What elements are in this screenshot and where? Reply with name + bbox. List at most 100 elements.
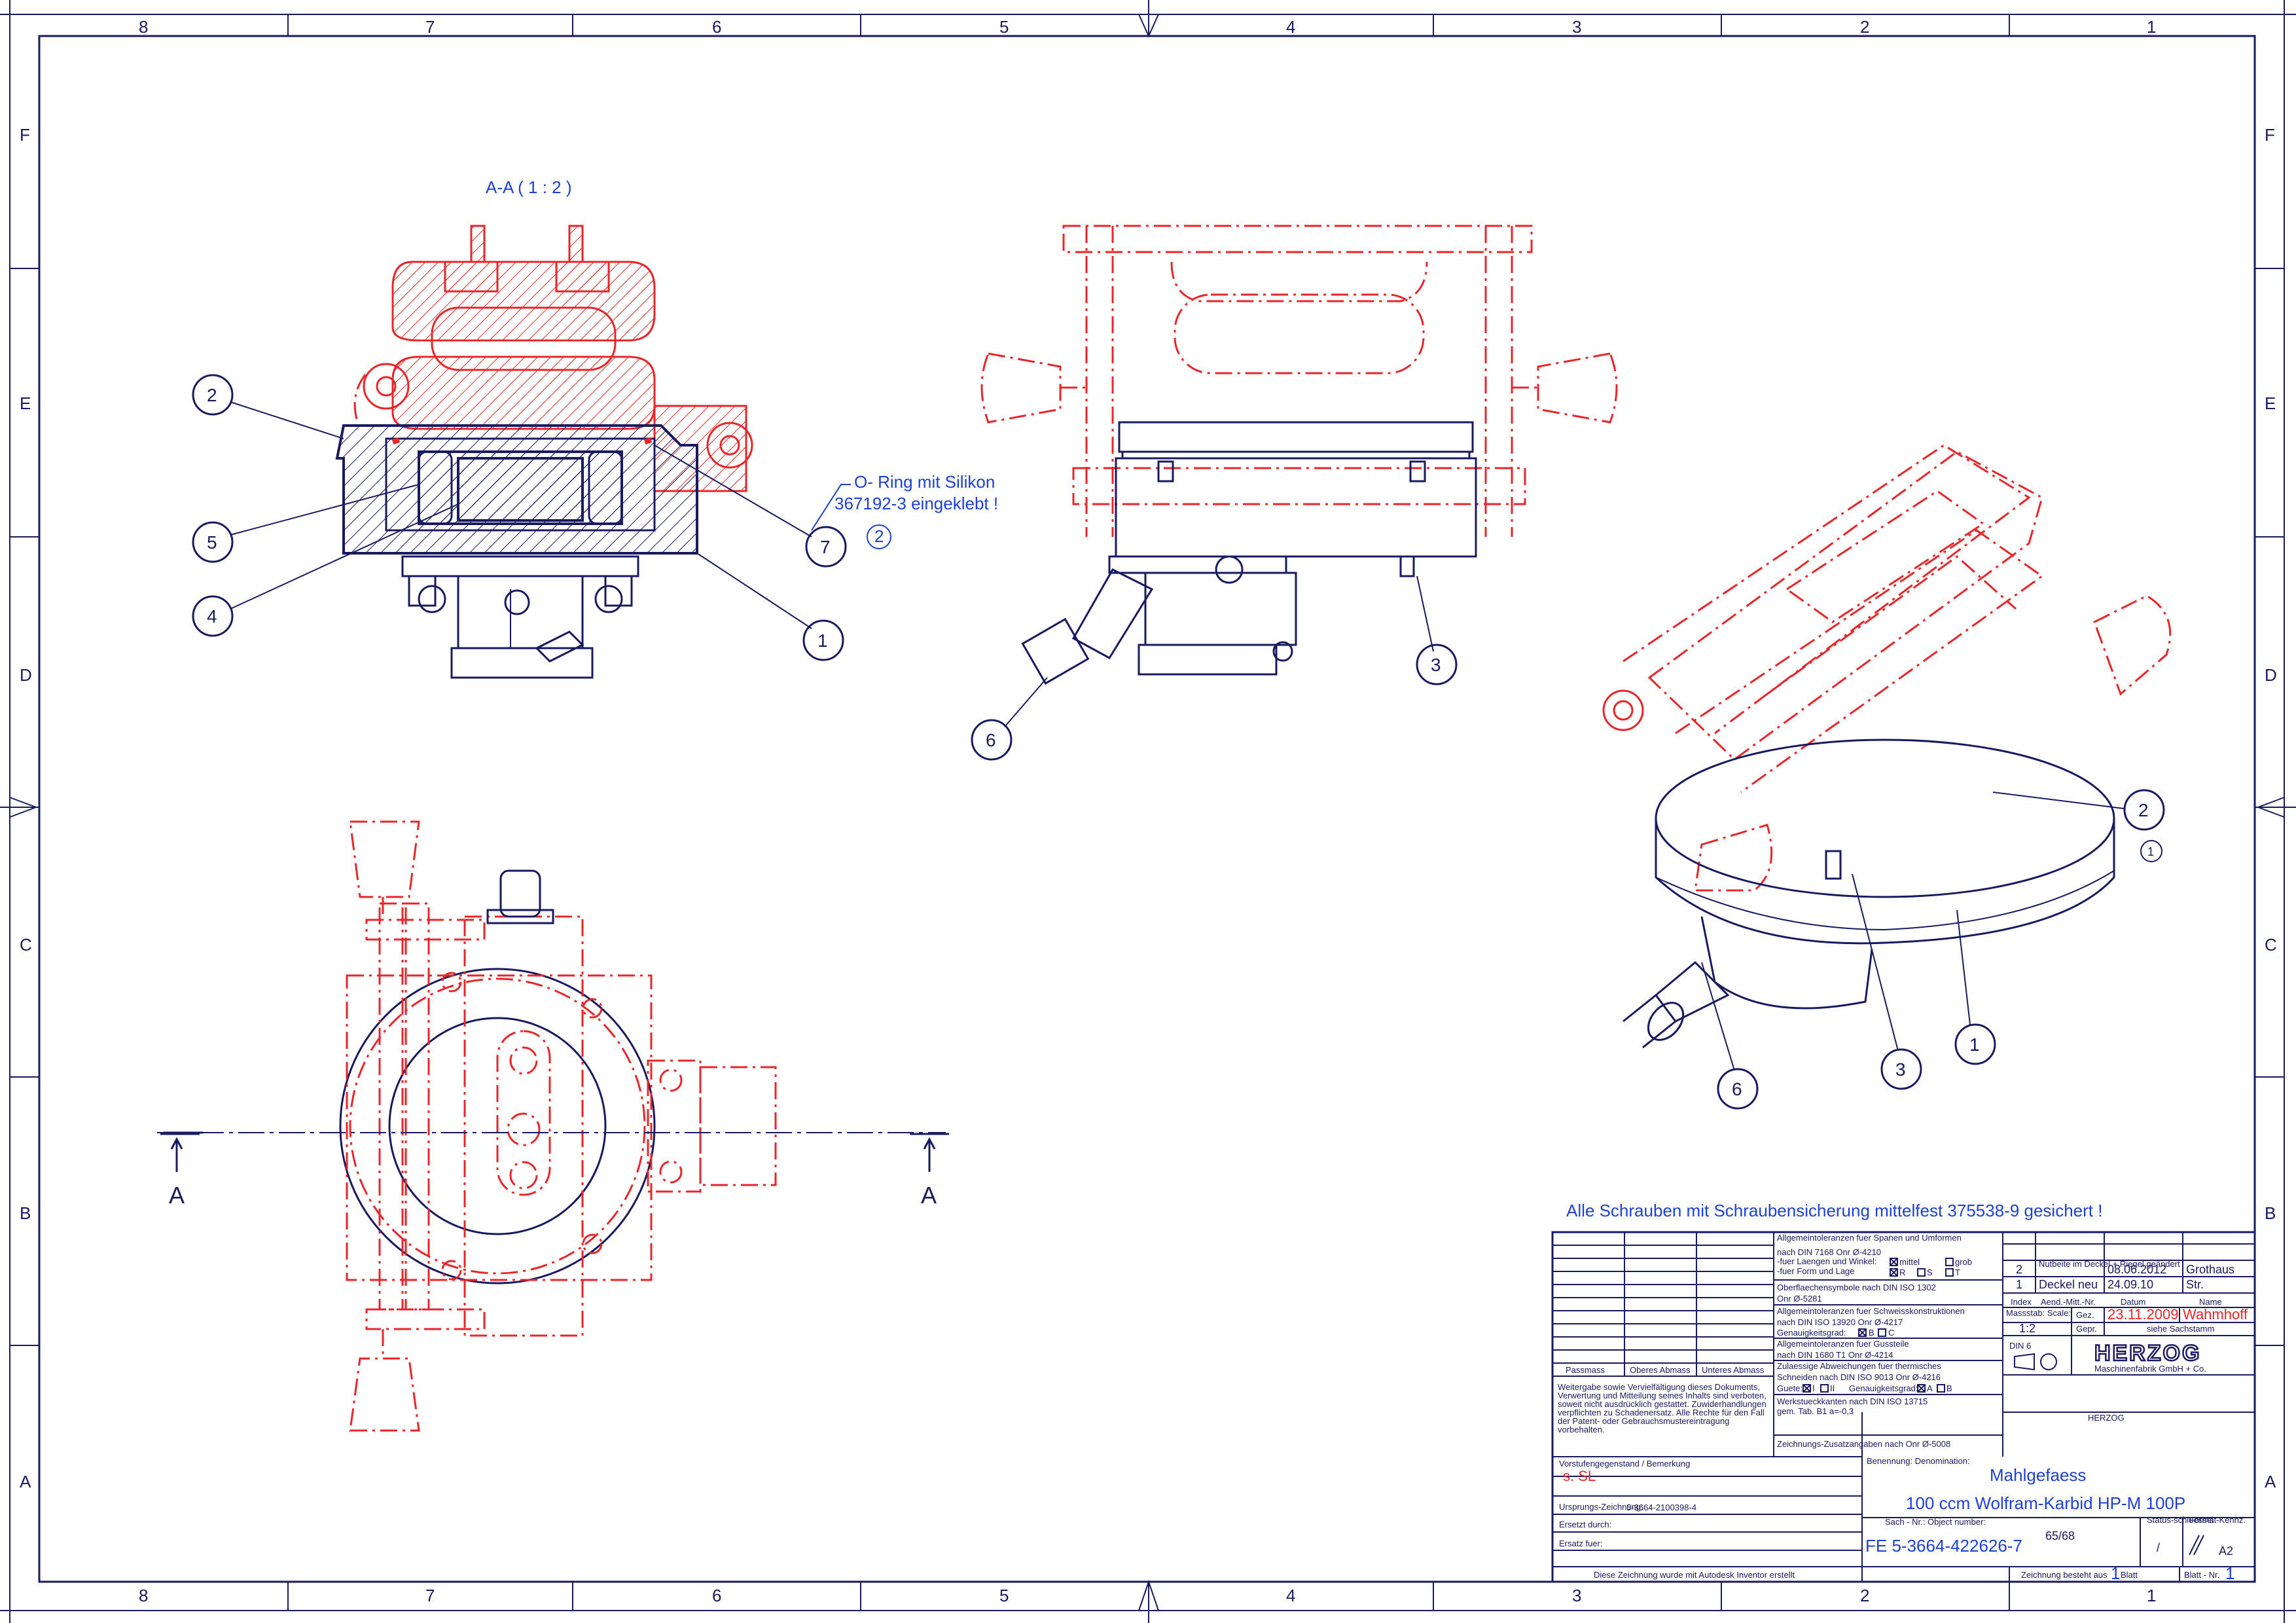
tol-din7168: nach DIN 7168 Onr Ø-4210 [1777, 1247, 1881, 1257]
cut-label-right: A [921, 1182, 937, 1209]
balloon-label: 2 [2138, 800, 2149, 820]
origin-label: Ursprungs-Zeichnung: [1559, 1502, 1643, 1512]
cut-label-left: A [169, 1182, 185, 1209]
row-label: E [20, 393, 31, 413]
col-label: 2 [1860, 1586, 1869, 1605]
iso-rev-mark: 1 [2147, 845, 2154, 858]
projection-symbol-icon [2040, 1353, 2057, 1370]
rev2-date: 08.06.2012 [2108, 1263, 2166, 1276]
company-logo: HERZOG [2094, 1341, 2201, 1366]
sachstamm: siehe Sachstamm [2147, 1324, 2214, 1334]
side-balloons: 3 6 [971, 575, 1458, 761]
row-label: C [20, 935, 32, 955]
column-ticks [287, 14, 2010, 1611]
surf-onr: Onr Ø-5281 [1777, 1294, 1822, 1304]
tol-form: -fuer Form und Lage [1777, 1266, 1855, 1276]
title-block: Passmass Oberes Abmass Unteres Abmass We… [1551, 1231, 2256, 1583]
col-label: 1 [2147, 17, 2156, 37]
weld-din: nach DIN ISO 13920 Onr Ø-4217 [1777, 1317, 1903, 1327]
unteres-abmass: Unteres Abmass [1702, 1365, 1765, 1375]
drawing-add: Zeichnungs-Zusatzangaben nach Onr Ø-5008 [1777, 1439, 1950, 1449]
legal-line: verpflichten zu Schadenersatz. Alle Rech… [1558, 1408, 1765, 1417]
prev-value: s. SL [1563, 1468, 1596, 1484]
legal-line: Verwertung und Mitteilung seines Inhalts… [1558, 1391, 1767, 1400]
scale-label: Massstab: Scale: [2006, 1308, 2071, 1318]
thermal-guete: Guete: [1777, 1383, 1803, 1393]
opt-c: C [1888, 1328, 1894, 1338]
col-label: 3 [1572, 1586, 1581, 1605]
row-label: F [20, 125, 30, 145]
replaced-by: Ersetzt durch: [1559, 1520, 1611, 1529]
rev1-index: 1 [2016, 1278, 2022, 1291]
balloon-label: 1 [817, 630, 828, 651]
status-label: Status-schluessel [2147, 1515, 2214, 1525]
h-name: Name [2199, 1297, 2222, 1307]
drawing-subtitle: 100 ccm Wolfram-Karbid HP-M 100P [1906, 1493, 2185, 1513]
col-label: 3 [1572, 17, 1581, 37]
row-label: D [2265, 665, 2277, 685]
origin-value: 5-3664-2100398-4 [1626, 1503, 1696, 1512]
cast-din: nach DIN 1680 T1 Onr Ø-4214 [1777, 1350, 1893, 1360]
legal-line: Weitergabe sowie Vervielfältigung dieses… [1558, 1382, 1760, 1392]
company-name: Maschinenfabrik GmbH + Co. [2094, 1364, 2206, 1374]
center-mark-left [0, 797, 39, 818]
side-view [980, 225, 1618, 685]
col-label: 8 [139, 1586, 148, 1605]
opt-s: S [1927, 1267, 1933, 1277]
gez-date: 23.11.2009 [2108, 1306, 2178, 1322]
format-label: Format-Kennz. [2189, 1515, 2246, 1525]
rev1-text: Deckel neu [2039, 1278, 2098, 1291]
opt-grob: grob [1955, 1257, 1972, 1267]
benennung-label: Benennung: Denomination: [1867, 1456, 1970, 1466]
top-view: A A [157, 820, 949, 1432]
passmass: Passmass [1566, 1365, 1605, 1375]
opt-t: T [1955, 1267, 1960, 1277]
edges2: gem. Tab. B1 a=-0,3 [1777, 1406, 1854, 1416]
row-label: D [20, 665, 32, 685]
col-label: 2 [1860, 17, 1869, 37]
status-value: / [2157, 1541, 2160, 1554]
rev1-name: Str. [2186, 1278, 2204, 1291]
opt-b: B [1869, 1328, 1874, 1338]
rev1-date: 24.09.10 [2108, 1278, 2153, 1291]
balloon-label: 5 [207, 532, 217, 553]
h-datum: Datum [2121, 1297, 2145, 1307]
legal-line: der Patent- oder Gebrauchsmustereintragu… [1558, 1416, 1729, 1426]
balloon-label: 4 [207, 606, 217, 627]
rev2-text: Nutbeite im Deckel + Riegel geändert [2039, 1259, 2180, 1269]
opt-b2: B [1946, 1383, 1952, 1393]
row-ticks [10, 268, 2284, 1346]
row-label: A [2265, 1472, 2276, 1491]
row-label: E [2265, 393, 2276, 413]
sach-label: Sach - Nr.: Object number: [1885, 1517, 1986, 1527]
section-title: A-A ( 1 : 2 ) [486, 177, 572, 197]
zone-labels: 8 7 6 5 4 3 2 1 8 7 6 5 4 3 2 1 F E D C … [20, 17, 2277, 1605]
gez-label: Gez. [2076, 1310, 2094, 1320]
oberes-abmass: Oberes Abmass [1630, 1365, 1691, 1375]
balloon-label: 7 [820, 537, 831, 557]
rev2-name: Grothaus [2186, 1263, 2234, 1276]
weld: Allgemeintoleranzen fuer Schweisskonstru… [1777, 1306, 1965, 1316]
opt-mittel: mittel [1899, 1257, 1920, 1267]
row-label: A [20, 1472, 31, 1491]
drawing-title: Mahlgefaess [1990, 1465, 2086, 1485]
gez-name: Wahmhoff [2183, 1306, 2248, 1322]
col-label: 4 [1286, 1586, 1295, 1605]
sheets-value: 1 [2111, 1563, 2120, 1583]
weld-grade: Genauigkeitsgrad: [1777, 1328, 1846, 1338]
isometric-view [1602, 444, 2172, 1049]
balloon-label: 3 [1895, 1059, 1906, 1080]
balloon-label: 6 [986, 730, 996, 750]
blatt-nr: 1 [2225, 1563, 2234, 1583]
sheet-overlay: 65/68 [2045, 1529, 2075, 1542]
scale-value: 1:2 [2019, 1322, 2036, 1335]
legal-line: vorbehalten. [1558, 1425, 1605, 1434]
gepr-label: Gepr. [2076, 1324, 2097, 1334]
format-value: A2 [2219, 1544, 2233, 1558]
row-label: B [2265, 1203, 2276, 1223]
din6: DIN 6 [2009, 1341, 2031, 1351]
replaces: Ersatz fuer: [1559, 1539, 1602, 1548]
blatt-nr-label: Blatt - Nr. [2184, 1570, 2219, 1580]
rev-mark: 2 [874, 526, 884, 546]
